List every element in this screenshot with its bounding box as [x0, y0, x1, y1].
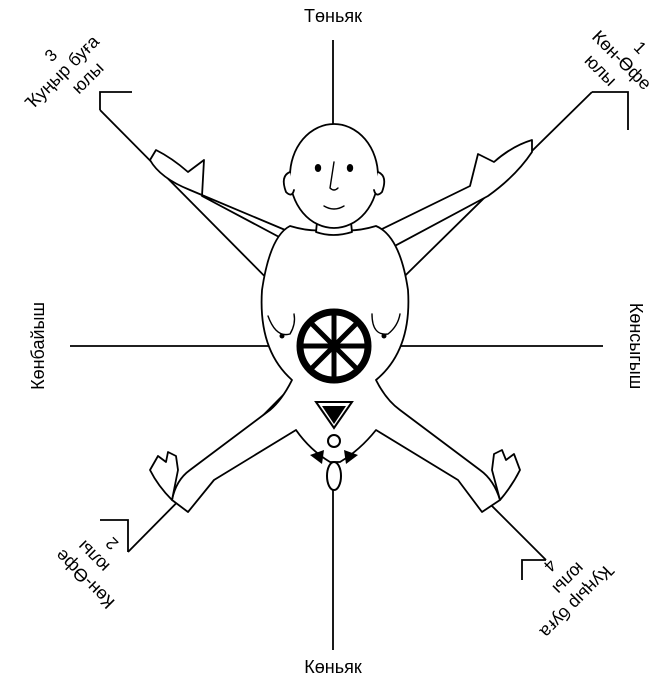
right-hip-mark — [344, 450, 358, 464]
path-4-number: 4 — [540, 555, 560, 575]
navel-ring — [327, 434, 341, 448]
path-2-label: Көн-Өфе юлы 2 — [51, 533, 122, 612]
north-label: Төньяк — [304, 6, 362, 26]
path-2-bracket — [100, 519, 129, 552]
solar-wheel-icon — [296, 308, 372, 384]
path-2-number: 2 — [102, 533, 122, 553]
path-1-label: 1 Көн-Өфе юлы — [581, 26, 656, 93]
east-label: Көнсыгыш — [626, 303, 646, 389]
mouth — [323, 205, 345, 210]
left-eye — [314, 164, 322, 172]
path-3-bracket — [99, 91, 132, 110]
left-hip-mark — [310, 450, 324, 464]
right-eye — [346, 164, 354, 172]
head — [289, 123, 379, 229]
path-4-bracket — [521, 559, 546, 580]
human-figure — [149, 123, 533, 513]
path-1-bracket — [592, 91, 629, 130]
path-4-label: Ҡуңыр буға юлы 4 — [535, 555, 618, 642]
south-label: Көньяк — [304, 657, 362, 677]
path-1-number: 1 — [630, 38, 650, 58]
triangle-icon — [314, 401, 354, 430]
west-label: Көнбайыш — [28, 302, 48, 390]
groin-mark — [326, 461, 342, 491]
